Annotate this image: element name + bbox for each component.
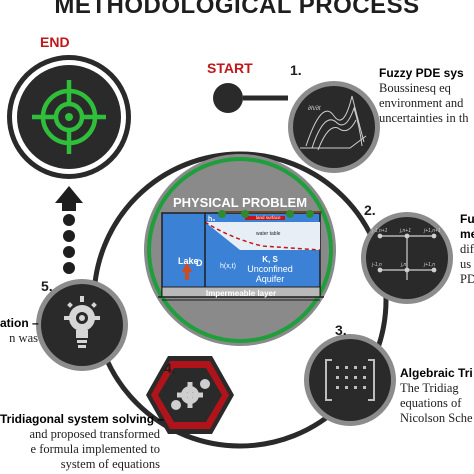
unsaturated-zone <box>205 222 320 250</box>
land-surface-strip <box>245 216 285 220</box>
step5-line: n was <box>9 331 38 345</box>
aquifer-label-2: Aquifer <box>256 274 285 284</box>
water-table-label: water table <box>256 231 281 237</box>
step2-line: PDE <box>460 272 474 286</box>
step5-number: 5. <box>41 278 53 294</box>
connector-dot <box>63 214 75 226</box>
arrow-up-icon <box>55 186 83 203</box>
step4-line: and proposed transformed <box>29 427 160 441</box>
step1-node: ∂h/∂t <box>288 81 380 173</box>
step5-node <box>36 279 128 371</box>
step5-text: ation – n was <box>0 316 39 346</box>
step5-title: ation – <box>0 316 39 330</box>
grid-label: j+1,n <box>423 262 435 268</box>
page-title: METHODOLOGICAL PROCESS <box>54 0 420 19</box>
impermeable-label: Impermeable layer <box>206 289 276 298</box>
end-target <box>7 55 131 179</box>
grid-label: j,n <box>400 262 407 268</box>
ks-label: K, S <box>262 255 278 264</box>
step3-node <box>304 334 396 426</box>
step1-line: Boussinesq eq <box>379 81 451 95</box>
step4-line: system of equations <box>60 457 160 471</box>
end-label: END <box>40 34 70 50</box>
step4-line: e formula implemented to <box>30 442 160 456</box>
head-label: h(x,t) <box>220 263 236 270</box>
grid-label: j+1,n+1 <box>423 228 441 234</box>
step3-title: Algebraic Tri <box>400 366 473 380</box>
step3-line: equations of <box>400 396 462 410</box>
start-dot <box>213 83 243 113</box>
land-surface-label: land surface <box>256 215 281 220</box>
step4-node <box>146 356 234 434</box>
matrix-icon <box>325 359 375 401</box>
depth-label: D <box>196 258 203 268</box>
step2-node: j-1,n+1 j,n+1 j+1,n+1 j-1,n j,n j+1,n <box>361 212 453 304</box>
step2-line: dif <box>460 242 474 256</box>
grid-label: j,n+1 <box>399 228 411 234</box>
step1-line: uncertainties in th <box>379 111 469 125</box>
lightbulb-icon <box>64 296 100 348</box>
h0-label: h₀ <box>208 216 215 223</box>
step1-text: Fuzzy PDE sys Boussinesq eq environment … <box>379 66 469 126</box>
tree-icons <box>218 210 314 218</box>
grid-label: j-1,n+1 <box>371 228 388 234</box>
fuzzy-surface-icon <box>300 95 367 151</box>
step1-title: Fuzzy PDE sys <box>379 66 464 80</box>
crosshair-icon <box>32 80 106 154</box>
inflow-arrow-icon <box>182 262 192 272</box>
step2-text: Fuz me dif us PDE <box>460 212 474 287</box>
step1-line: environment and <box>379 96 464 110</box>
svg-text:∂h/∂t: ∂h/∂t <box>308 105 321 112</box>
start-label: START <box>207 60 253 76</box>
step2-line: us <box>460 257 472 271</box>
step4-number: 4. <box>164 360 176 376</box>
step3-line: The Tridiag <box>400 381 459 395</box>
step2-title: Fuz <box>460 212 474 226</box>
connector-dot <box>63 246 75 258</box>
aquifer-label-1: Unconfined <box>247 264 293 274</box>
step3-line: Nicolson Sche <box>400 411 473 425</box>
gears-icon <box>171 379 210 410</box>
step2-title: me <box>460 227 474 241</box>
center-heading: PHYSICAL PROBLEM <box>173 195 307 210</box>
step3-number: 3. <box>335 322 347 338</box>
connector-dot <box>63 262 75 274</box>
grid-stencil-icon <box>377 233 437 280</box>
step4-title: Tridiagonal system solving – <box>0 412 165 426</box>
physical-problem-circle <box>144 154 336 346</box>
step2-number: 2. <box>364 202 376 218</box>
step1-number: 1. <box>290 62 302 78</box>
step3-text: Algebraic Tri The Tridiag equations of N… <box>400 366 473 426</box>
step4-text: Tridiagonal system solving – and propose… <box>0 412 165 472</box>
connector-dot <box>63 230 75 242</box>
lake-label: Lake <box>178 256 199 266</box>
grid-label: j-1,n <box>371 262 382 268</box>
